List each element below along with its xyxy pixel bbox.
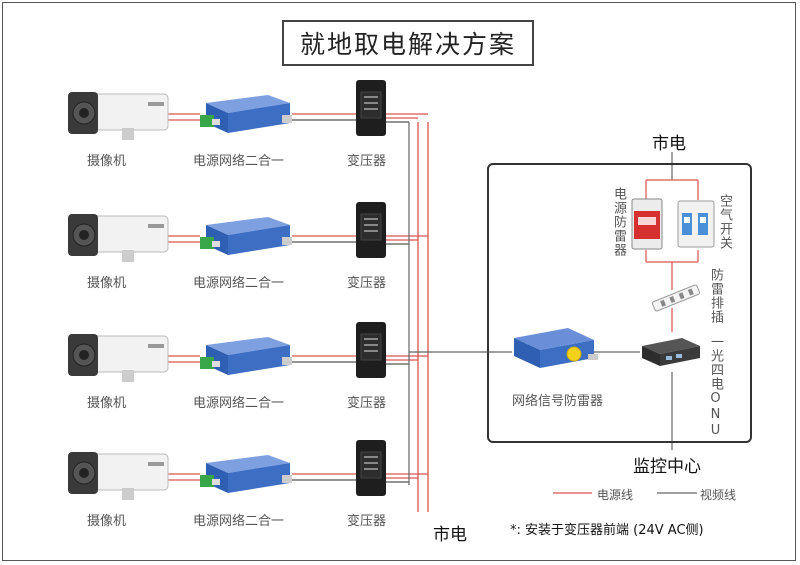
combo-spd-device — [200, 217, 292, 255]
page-title: 就地取电解决方案 — [282, 20, 534, 66]
combo-label: 电源网络二合一 — [193, 396, 285, 411]
camera-label: 摄像机 — [87, 514, 127, 529]
camera-label: 摄像机 — [87, 396, 127, 411]
camera-device — [68, 334, 169, 382]
adapter-device — [356, 322, 386, 378]
power-strip-device — [651, 284, 701, 312]
monitor-center-label: 监控中心 — [633, 457, 701, 477]
camera-device — [68, 92, 169, 140]
power-strip-label: 防雷排插 — [708, 268, 723, 324]
mains-top-label: 市电 — [652, 134, 686, 154]
combo-spd-device — [200, 337, 292, 375]
combo-label: 电源网络二合一 — [193, 514, 285, 529]
air-switch-label: 空气开关 — [717, 194, 732, 250]
legend-power: 电源线 — [597, 488, 634, 502]
install-note: *: 安装于变压器前端 (24V AC侧) — [510, 523, 704, 538]
power-spd-device — [631, 198, 663, 250]
control-cabinet — [487, 163, 752, 443]
adapter-device — [356, 440, 386, 496]
air-switch-device — [677, 200, 715, 248]
onu-device — [642, 338, 700, 366]
adapter-device — [356, 202, 386, 258]
adapter-label: 变压器 — [347, 514, 387, 529]
camera-label: 摄像机 — [87, 154, 127, 169]
camera-device — [68, 452, 169, 500]
signal-spd-device — [514, 328, 598, 368]
combo-spd-device — [200, 455, 292, 493]
onu-label: 一光四电ONU — [708, 335, 723, 439]
adapter-label: 变压器 — [347, 396, 387, 411]
combo-label: 电源网络二合一 — [193, 154, 285, 169]
power-spd-label: 电源防雷器 — [611, 187, 626, 257]
camera-label: 摄像机 — [87, 276, 127, 291]
adapter-label: 变压器 — [347, 276, 387, 291]
adapter-label: 变压器 — [347, 154, 387, 169]
combo-spd-device — [200, 95, 292, 133]
signal-spd-label: 网络信号防雷器 — [512, 394, 604, 409]
mains-bottom-label: 市电 — [433, 525, 467, 545]
adapter-device — [356, 80, 386, 136]
combo-label: 电源网络二合一 — [193, 276, 285, 291]
camera-device — [68, 214, 169, 262]
legend-video: 视频线 — [700, 488, 737, 502]
